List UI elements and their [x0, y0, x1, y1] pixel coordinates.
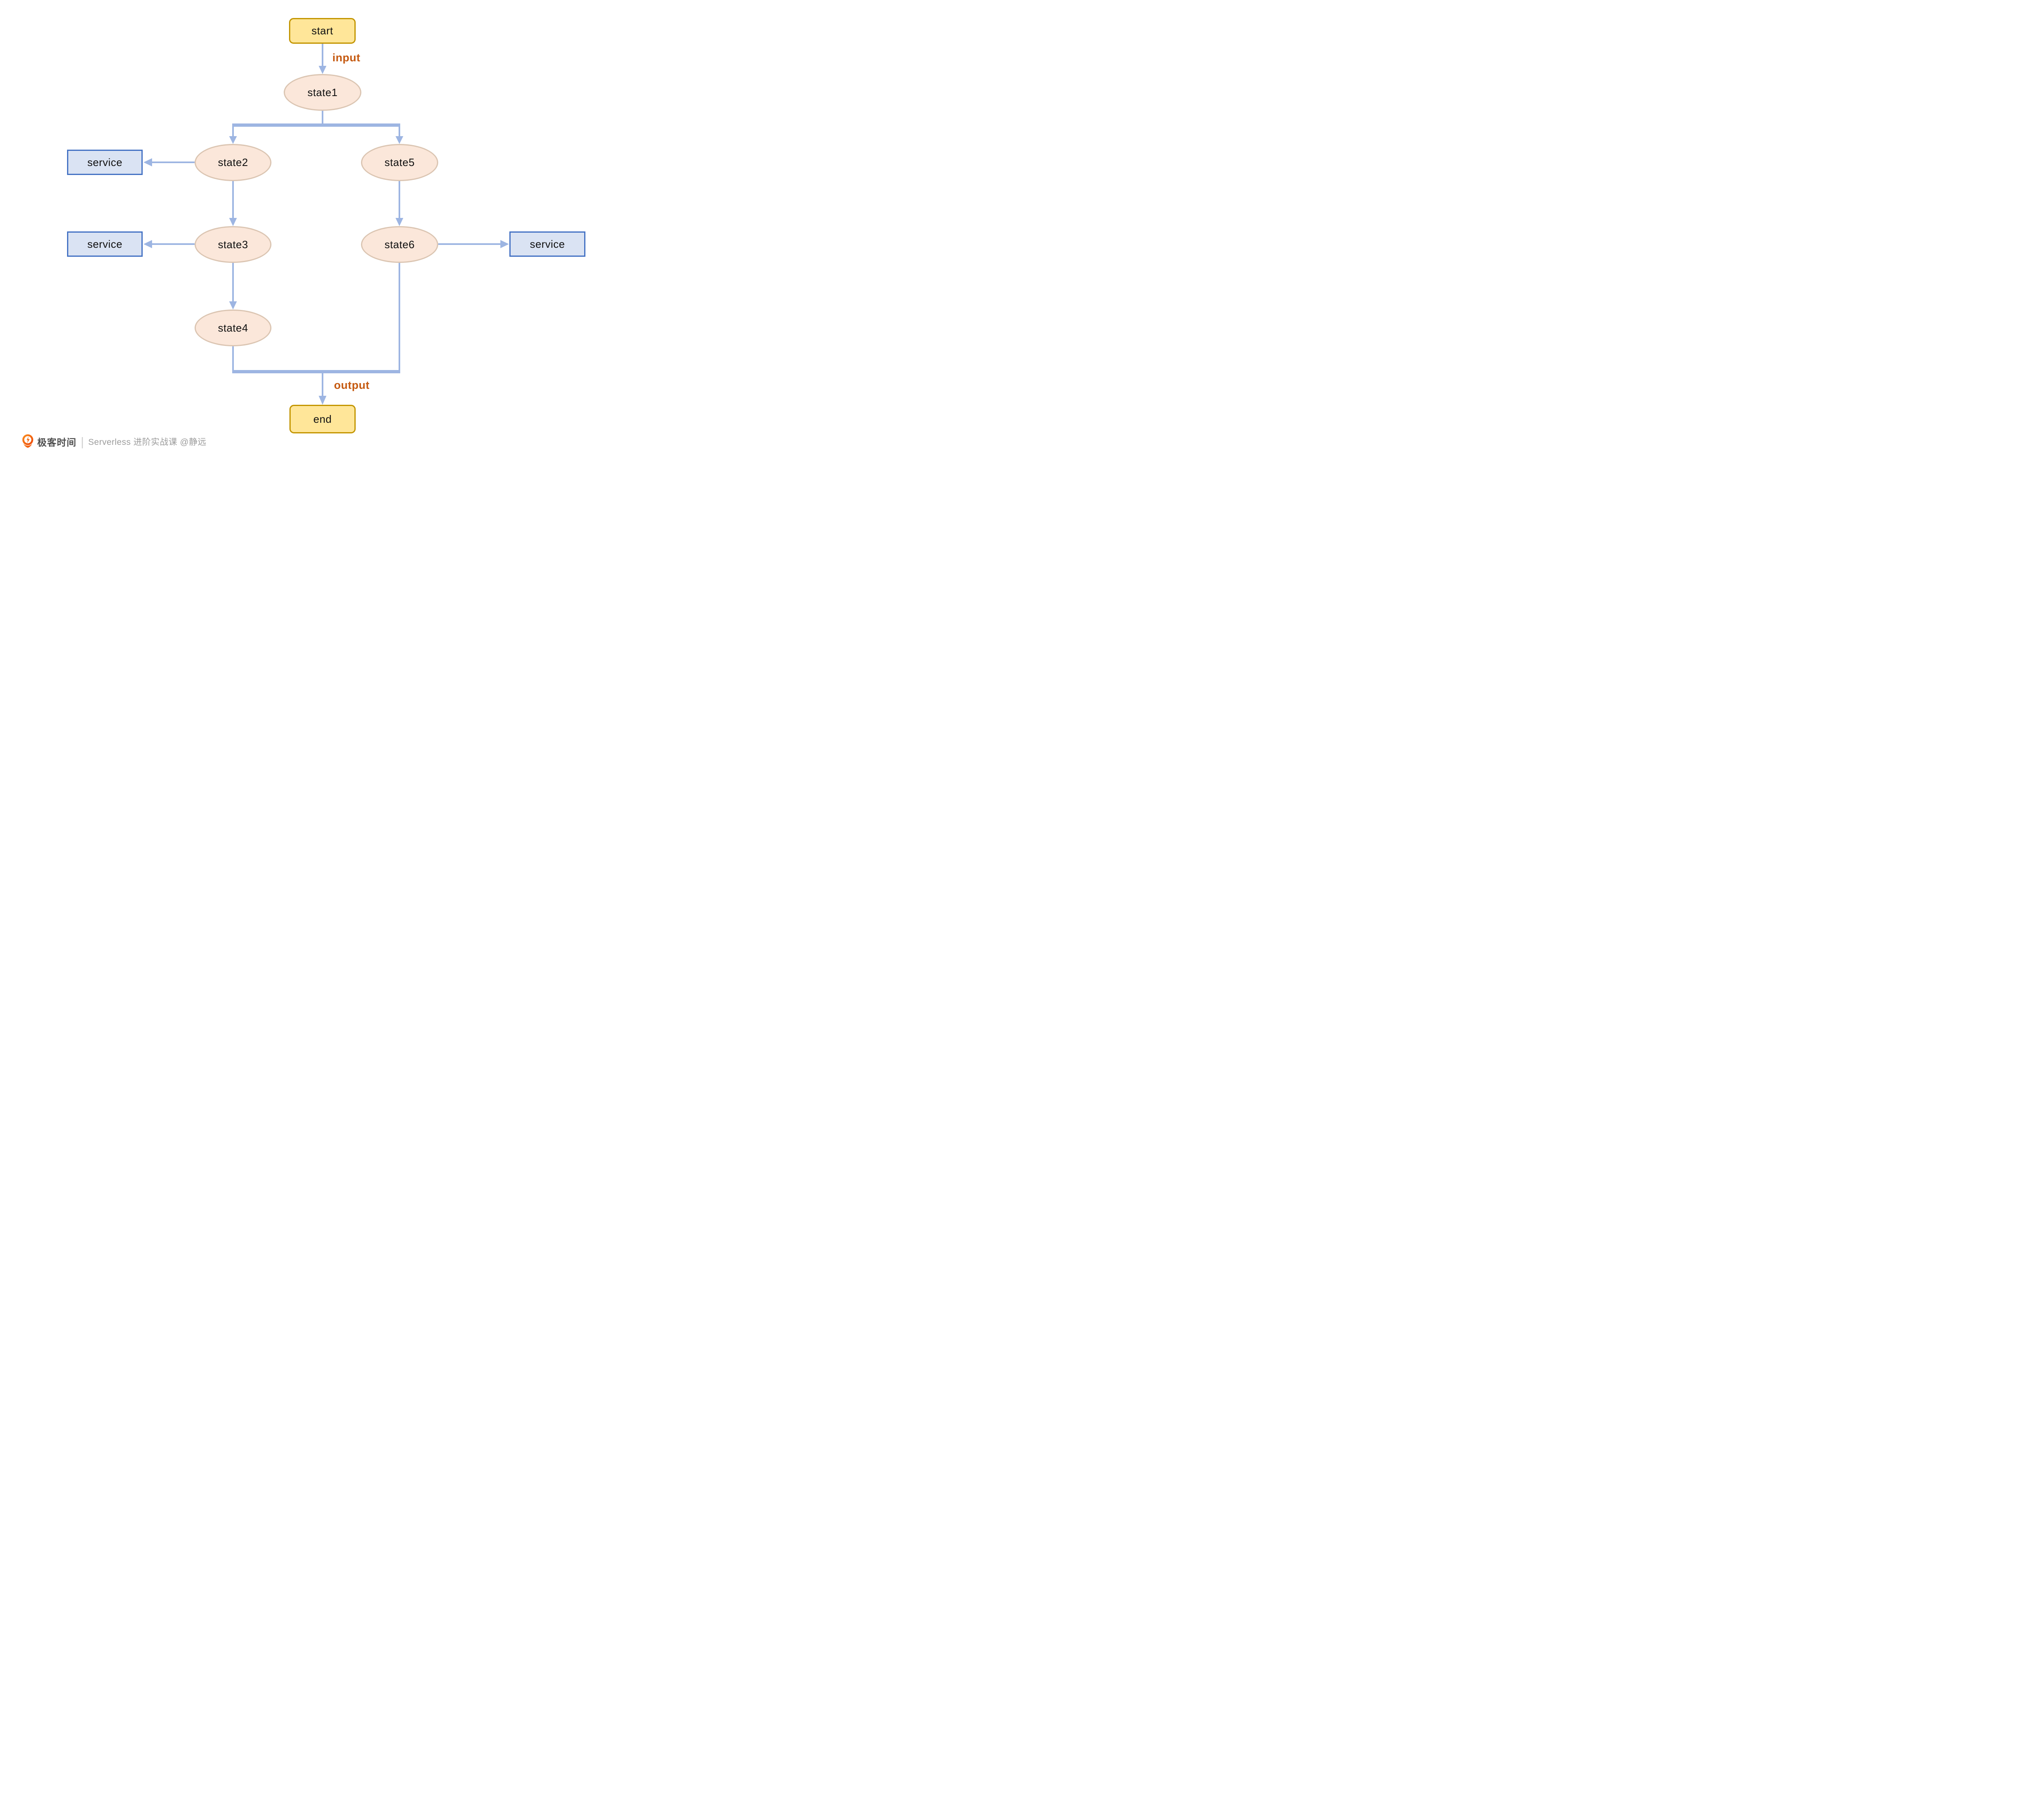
- edge-branch-to-state2: [229, 125, 237, 144]
- node-service-left-top: service: [67, 150, 143, 175]
- node-end: end: [289, 405, 356, 433]
- node-service-right: service: [509, 231, 585, 257]
- edge-junction-to-end: [232, 370, 400, 405]
- edge-state3-to-state4: [229, 263, 237, 310]
- edge-state3-to-service-left-middle: [143, 240, 195, 248]
- node-state6: state6: [361, 226, 438, 263]
- edge-label-output: output: [334, 379, 370, 391]
- geektime-logo-icon: [22, 434, 34, 449]
- node-state4: state4: [195, 310, 271, 346]
- node-state2: state2: [195, 144, 271, 181]
- node-state3: state3: [195, 226, 271, 263]
- footer-course-text: Serverless 进阶实战课 @静远: [88, 437, 206, 447]
- edge-state2-to-state3: [229, 181, 237, 226]
- node-service-left-middle: service: [67, 231, 143, 257]
- edge-start-to-state1: [318, 44, 327, 74]
- node-start: start: [289, 18, 356, 44]
- edge-branch-to-state5: [395, 125, 403, 144]
- edge-label-input: input: [332, 52, 361, 64]
- node-state1: state1: [284, 74, 361, 111]
- edge-state1-to-branch: [232, 111, 400, 127]
- flowchart-page: start input state1 service state2 state5…: [0, 0, 630, 452]
- node-state5: state5: [361, 144, 438, 181]
- footer-brand-text: 极客时间: [37, 437, 76, 448]
- flowchart-connectors: [143, 44, 509, 405]
- edge-state6-to-service-right: [438, 240, 509, 248]
- edge-state5-to-state6: [395, 181, 403, 226]
- footer-divider: |: [81, 434, 84, 449]
- edge-state2-to-service-left-top: [143, 158, 195, 166]
- footer: 极客时间 | Serverless 进阶实战课 @静远: [22, 433, 206, 450]
